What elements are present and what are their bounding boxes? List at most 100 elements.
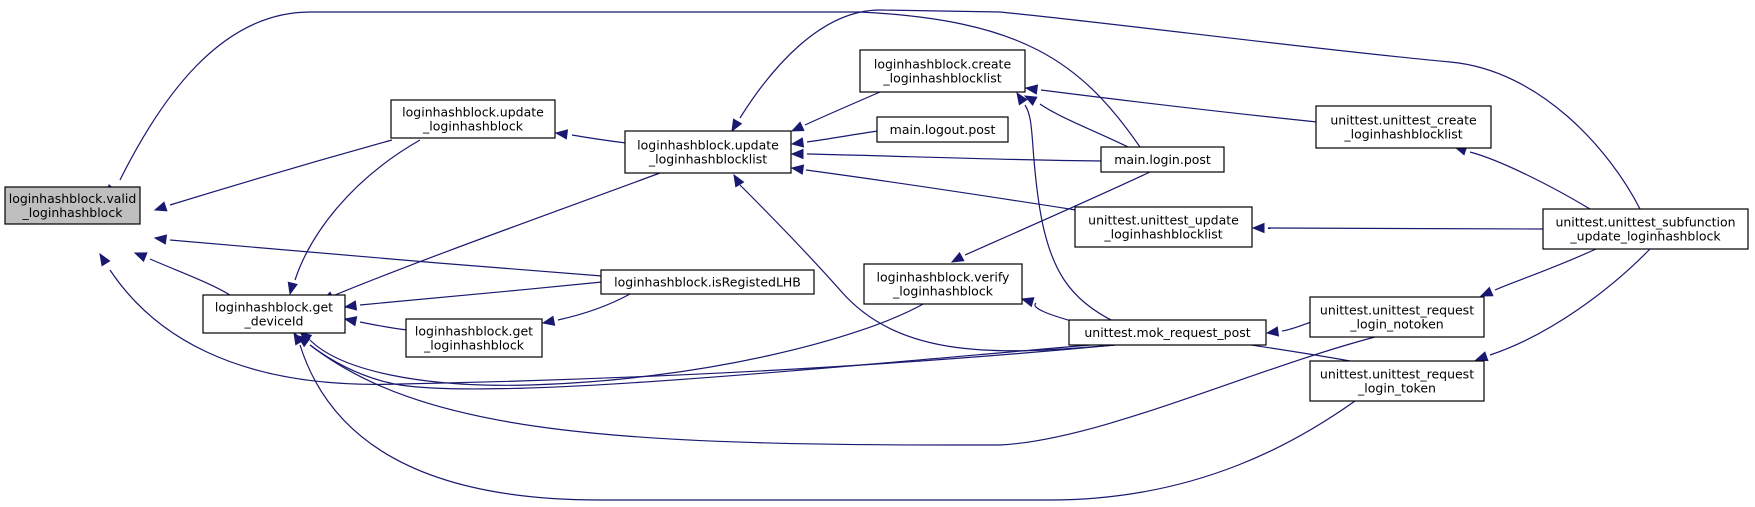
arrowhead-icon	[99, 252, 111, 267]
node-create[interactable]: loginhashblock.create_loginhashblocklist	[859, 49, 1026, 93]
node-label: unittest.unittest_create	[1330, 113, 1477, 128]
node-box[interactable]	[1315, 105, 1492, 149]
arrowhead-icon	[1474, 351, 1489, 362]
arrowhead-icon	[343, 316, 358, 327]
node-label: main.logout.post	[890, 122, 996, 137]
node-label: loginhashblock.verify	[877, 270, 1010, 285]
edge-line	[964, 171, 1151, 256]
edges-layer	[99, 9, 1651, 501]
node-updlist[interactable]: loginhashblock.update_loginhashblocklist	[624, 130, 792, 174]
node-getdev[interactable]: loginhashblock.get_deviceId	[202, 294, 346, 334]
node-label: unittest.unittest_request	[1320, 303, 1474, 318]
edge-ut_sub-to-updlist	[731, 9, 1641, 210]
node-ut_notoken[interactable]: unittest.unittest_request_login_notoken	[1309, 296, 1485, 338]
node-updlhb[interactable]: loginhashblock.update_loginhashblock	[390, 99, 556, 139]
edge-line	[309, 336, 1376, 446]
node-box[interactable]	[390, 99, 556, 139]
arrowhead-icon	[1023, 95, 1038, 107]
node-label: _loginhashblock	[422, 119, 524, 134]
node-getlhb[interactable]: loginhashblock.get_loginhashblock	[405, 318, 543, 358]
node-label: unittest.unittest_subfunction	[1555, 215, 1735, 230]
node-label: loginhashblock.get	[215, 300, 333, 315]
edge-line	[806, 153, 1103, 162]
node-verify[interactable]: loginhashblock.verify_loginhashblock	[863, 263, 1023, 305]
edge-verify-to-getdev	[298, 302, 926, 386]
node-label: _loginhashblock	[892, 284, 994, 299]
node-mok[interactable]: unittest.mok_request_post	[1068, 319, 1267, 346]
node-isreg[interactable]: loginhashblock.isRegistedLHB	[600, 269, 815, 295]
edge-updlhb-to-valid	[153, 139, 393, 212]
node-box[interactable]	[876, 116, 1009, 143]
arrowhead-icon	[287, 281, 298, 296]
node-login[interactable]: main.login.post	[1100, 146, 1225, 173]
arrowhead-icon	[790, 148, 804, 160]
arrowhead-icon	[731, 118, 743, 133]
node-box[interactable]	[405, 318, 543, 358]
edge-login-to-updlist	[790, 148, 1103, 162]
edge-ut_sub-to-ut_token	[1474, 248, 1651, 362]
node-label: _loginhashblock	[423, 338, 525, 353]
node-label: loginhashblock.update	[402, 105, 544, 120]
node-box[interactable]	[4, 186, 141, 225]
edge-line	[149, 258, 231, 296]
node-label: loginhashblock.valid	[9, 191, 137, 206]
edge-line	[169, 239, 603, 277]
node-label: _loginhashblocklist	[1103, 227, 1222, 242]
node-valid[interactable]: loginhashblock.valid_loginhashblock	[4, 186, 141, 225]
edge-line	[294, 139, 421, 281]
node-box[interactable]	[1074, 206, 1253, 248]
edge-updlist-to-updlhb	[554, 129, 627, 144]
node-box[interactable]	[1542, 208, 1749, 250]
edge-create-to-updlist	[790, 91, 881, 132]
arrowhead-icon	[790, 121, 805, 132]
node-label: _update_loginhashblock	[1569, 229, 1721, 244]
arrowhead-icon	[554, 129, 569, 140]
edge-line	[299, 344, 1356, 501]
arrowhead-icon	[1251, 222, 1265, 234]
node-label: _login_notoken	[1349, 317, 1443, 332]
node-label: loginhashblock.isRegistedLHB	[614, 275, 801, 290]
edge-line	[739, 184, 1116, 352]
arrowhead-icon	[950, 251, 965, 263]
edge-line	[804, 91, 881, 126]
arrowhead-icon	[343, 300, 358, 311]
edge-line	[1039, 103, 1131, 149]
edge-mok-to-create	[1016, 91, 1116, 323]
arrowhead-icon	[153, 201, 168, 212]
node-box[interactable]	[202, 294, 346, 334]
arrowhead-icon	[1020, 297, 1035, 308]
node-label: unittest.unittest_update	[1088, 213, 1239, 228]
node-box[interactable]	[1309, 360, 1485, 402]
edge-mok-to-valid	[99, 252, 1116, 386]
edge-line	[557, 293, 631, 321]
edge-line	[739, 9, 1641, 210]
edge-ut_sub-to-ut_notoken	[1479, 248, 1597, 297]
edge-line	[1494, 248, 1597, 291]
node-ut_create[interactable]: unittest.unittest_create_loginhashblockl…	[1315, 105, 1492, 149]
edge-updlhb-to-getdev	[287, 139, 421, 296]
arrowhead-icon	[733, 173, 745, 188]
edge-line	[334, 172, 661, 296]
edge-isreg-to-valid	[153, 234, 603, 277]
node-ut_upd[interactable]: unittest.unittest_update_loginhashblockl…	[1074, 206, 1253, 248]
node-label: _loginhashblocklist	[1343, 127, 1462, 142]
arrowhead-icon	[293, 331, 305, 346]
node-box[interactable]	[1309, 296, 1485, 338]
node-box[interactable]	[863, 263, 1023, 305]
node-box[interactable]	[1100, 146, 1225, 173]
nodes-layer: loginhashblock.valid_loginhashblocklogin…	[4, 49, 1749, 402]
edge-ut_token-to-getdev	[293, 331, 1356, 501]
node-ut_sub[interactable]: unittest.unittest_subfunction_update_log…	[1542, 208, 1749, 250]
node-box[interactable]	[624, 130, 792, 174]
edge-login-to-valid	[104, 11, 1141, 197]
node-box[interactable]	[859, 49, 1026, 93]
edge-line	[109, 269, 1116, 386]
node-logout[interactable]: main.logout.post	[876, 116, 1009, 143]
node-label: _deviceId	[244, 314, 304, 329]
node-ut_token[interactable]: unittest.unittest_request_login_token	[1309, 360, 1485, 402]
edge-line	[571, 134, 627, 144]
node-box[interactable]	[1068, 319, 1267, 346]
node-box[interactable]	[600, 269, 815, 295]
edge-line	[359, 281, 603, 306]
